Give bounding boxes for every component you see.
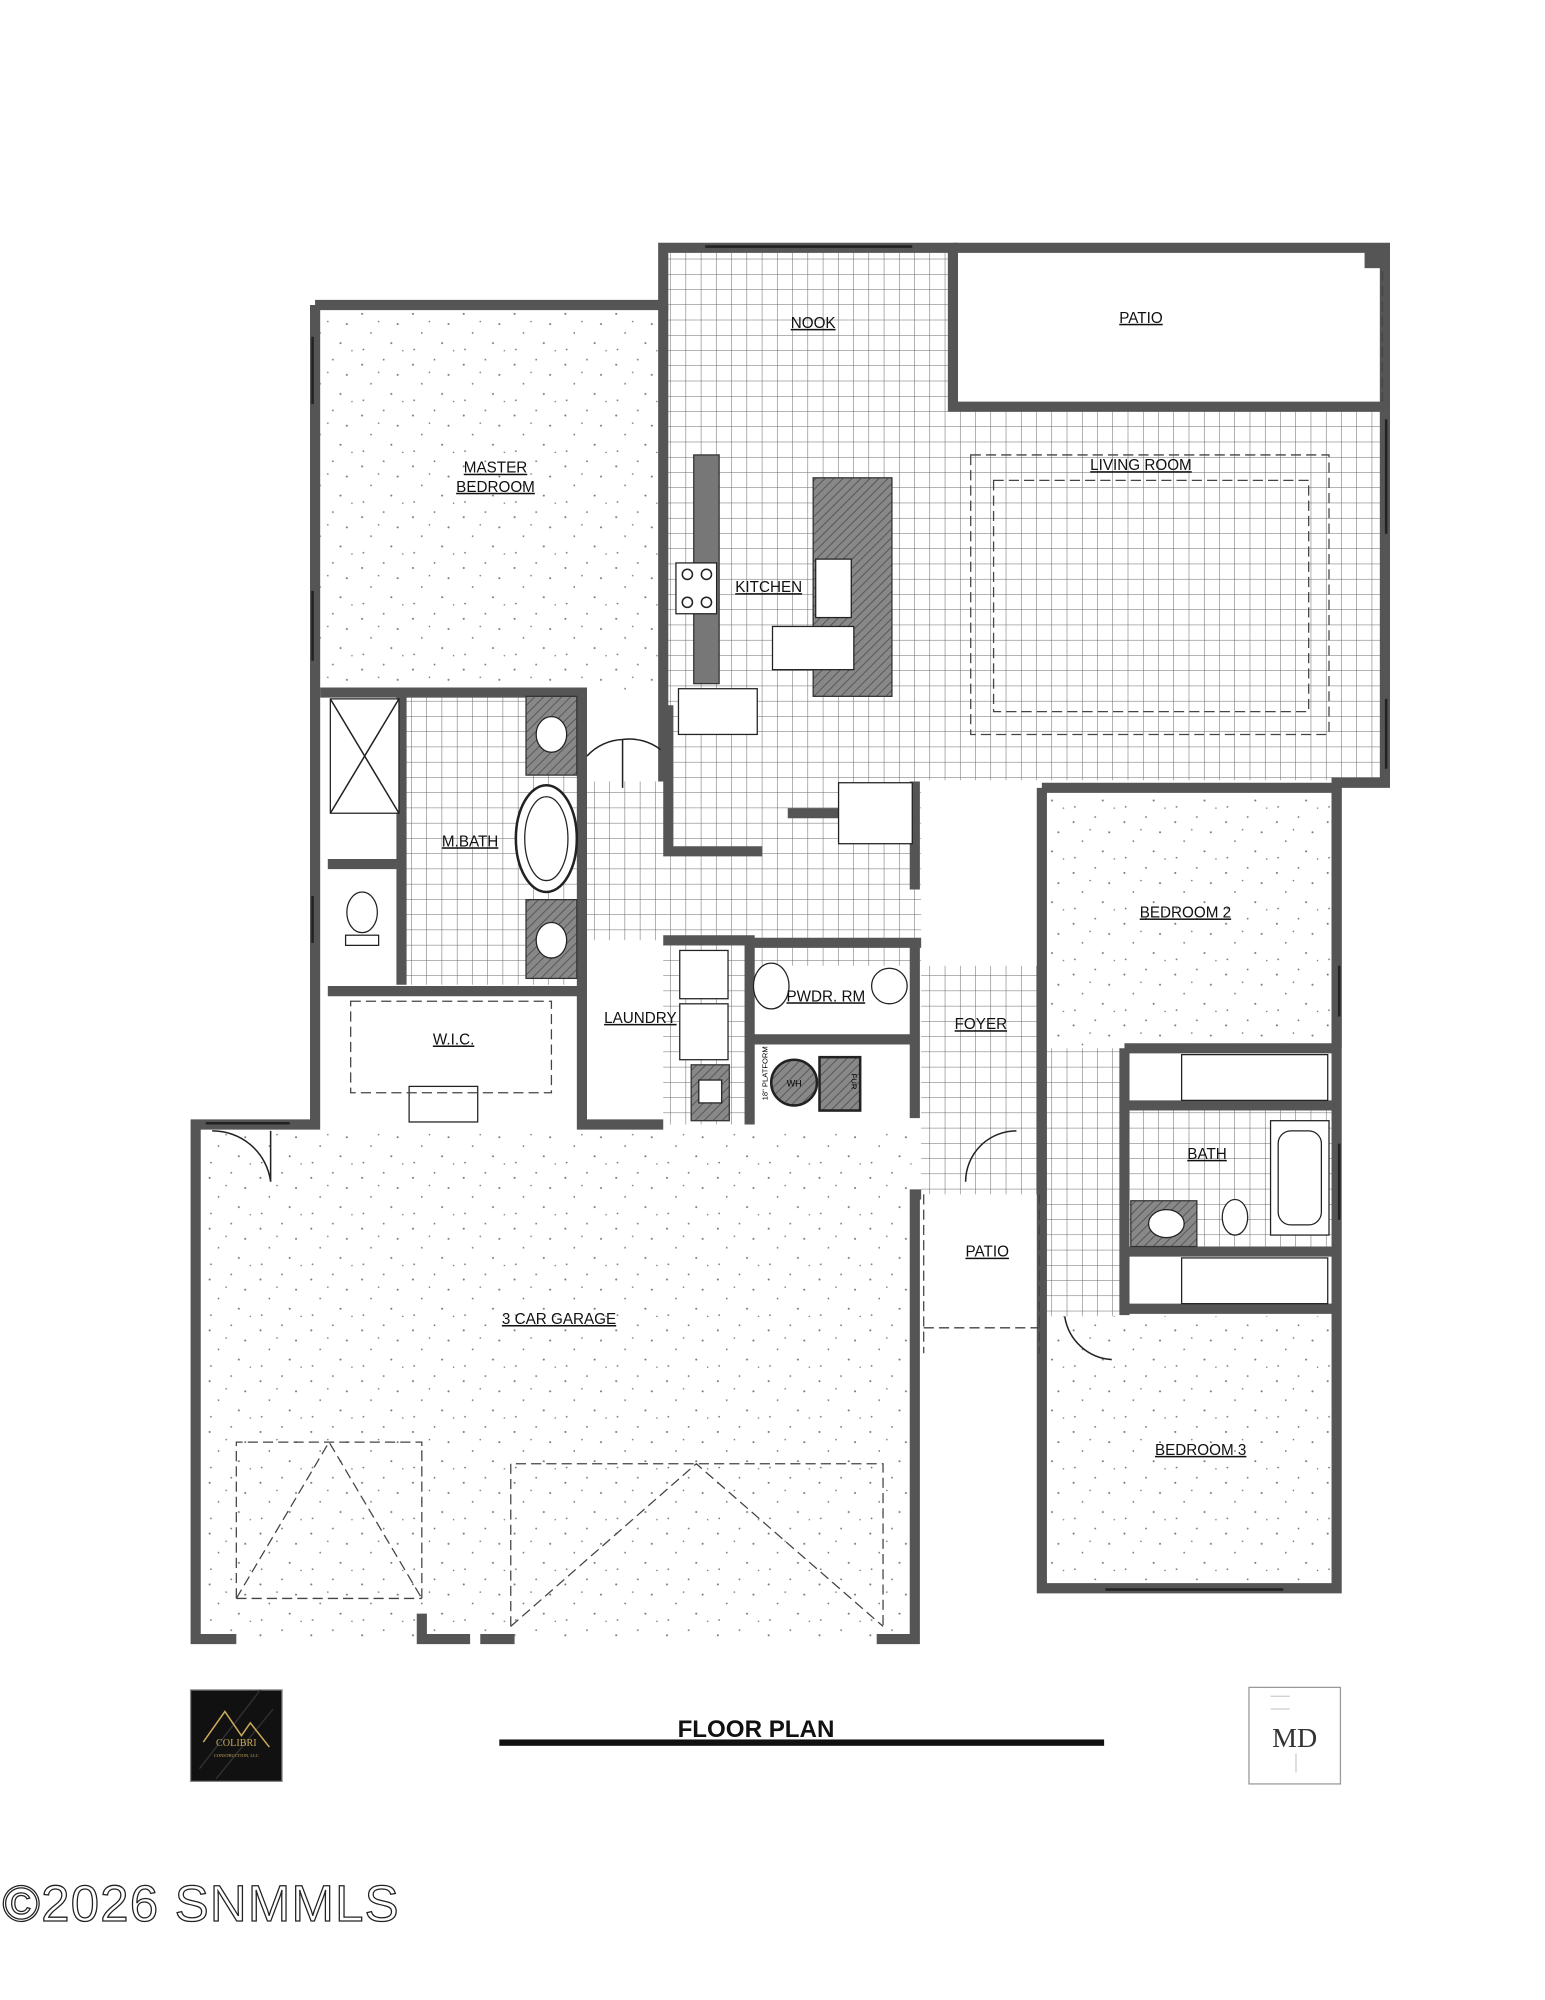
- label-furnace: FUR: [849, 1074, 858, 1090]
- label-wic: W.I.C.: [433, 1031, 474, 1048]
- room-labels: NOOK PATIO LIVING ROOM MASTER BEDROOM KI…: [433, 310, 1247, 1459]
- title-underline: [499, 1739, 1105, 1746]
- label-platform: 18" PLATFORM: [760, 1046, 769, 1100]
- label-foyer: FOYER: [955, 1016, 1007, 1033]
- label-master-bedroom-1: MASTER: [464, 460, 527, 477]
- label-patio-rear: PATIO: [1119, 310, 1163, 327]
- label-nook: NOOK: [791, 315, 836, 332]
- label-bath: BATH: [1187, 1146, 1227, 1163]
- builder-logo-text: COLIBRI: [216, 1738, 257, 1749]
- label-water-heater: WH: [787, 1078, 802, 1088]
- windows: [205, 245, 1388, 1591]
- builder-logo-subtext: CONSTRUCTION, LLC: [214, 1753, 259, 1759]
- label-bedroom-2: BEDROOM 2: [1140, 904, 1231, 921]
- label-master-bath: M.BATH: [442, 833, 498, 850]
- copyright-watermark: ©2026 SNMMLS: [3, 1875, 400, 1932]
- fixtures: [212, 247, 1385, 1627]
- label-kitchen: KITCHEN: [735, 579, 802, 596]
- label-master-bedroom-2: BEDROOM: [456, 479, 535, 496]
- label-laundry: LAUNDRY: [604, 1010, 677, 1027]
- label-living-room: LIVING ROOM: [1090, 457, 1192, 474]
- builder-logo: COLIBRI CONSTRUCTION, LLC: [189, 1689, 283, 1783]
- label-bedroom-3: BEDROOM 3: [1155, 1442, 1246, 1459]
- label-garage: 3 CAR GARAGE: [502, 1311, 616, 1328]
- label-patio-front: PATIO: [965, 1244, 1009, 1261]
- walls: [190, 242, 1390, 1645]
- label-powder-room: PWDR. RM: [787, 988, 866, 1005]
- designer-logo-text: MD: [1272, 1723, 1317, 1754]
- designer-logo: MD: [1248, 1686, 1342, 1785]
- floor-plan-title: FLOOR PLAN: [678, 1716, 835, 1743]
